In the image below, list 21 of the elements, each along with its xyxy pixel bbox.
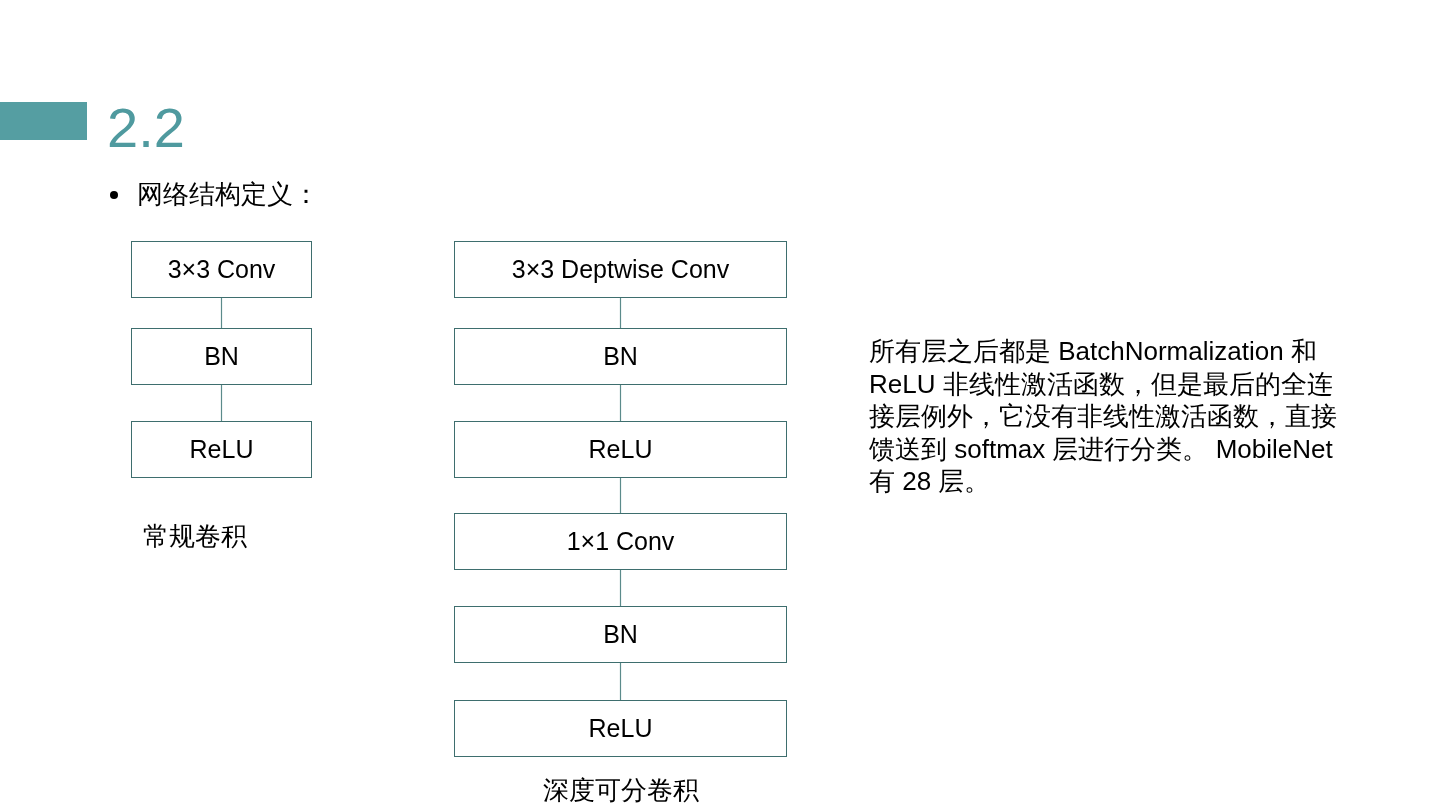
- description-paragraph: 所有层之后都是 BatchNormalization 和 ReLU 非线性激活函数，但是最后的全连接层例外，它没有非线性激活函数，直接馈送到 softmax 层进行分类。 MobileNet 有 28 层。: [869, 335, 1338, 498]
- layer-box: 3×3 Conv: [131, 241, 312, 298]
- layer-box: ReLU: [454, 700, 787, 757]
- layer-box: BN: [454, 328, 787, 385]
- stack-caption: 常规卷积: [143, 520, 247, 553]
- connector-line: [619, 477, 622, 514]
- connector-line: [619, 297, 622, 329]
- connector-line: [619, 384, 622, 422]
- layer-box: 3×3 Deptwise Conv: [454, 241, 787, 298]
- layer-box: 1×1 Conv: [454, 513, 787, 570]
- connector-line: [220, 384, 223, 422]
- layer-box: BN: [131, 328, 312, 385]
- stack-caption: 深度可分卷积: [541, 774, 700, 807]
- bullet-text: 网络结构定义：: [137, 178, 319, 211]
- connector-line: [220, 297, 223, 329]
- connector-line: [619, 662, 622, 701]
- layer-box: ReLU: [454, 421, 787, 478]
- connector-line: [619, 569, 622, 607]
- layer-box: BN: [454, 606, 787, 663]
- slide-title: 2.2: [107, 96, 185, 160]
- layer-box: ReLU: [131, 421, 312, 478]
